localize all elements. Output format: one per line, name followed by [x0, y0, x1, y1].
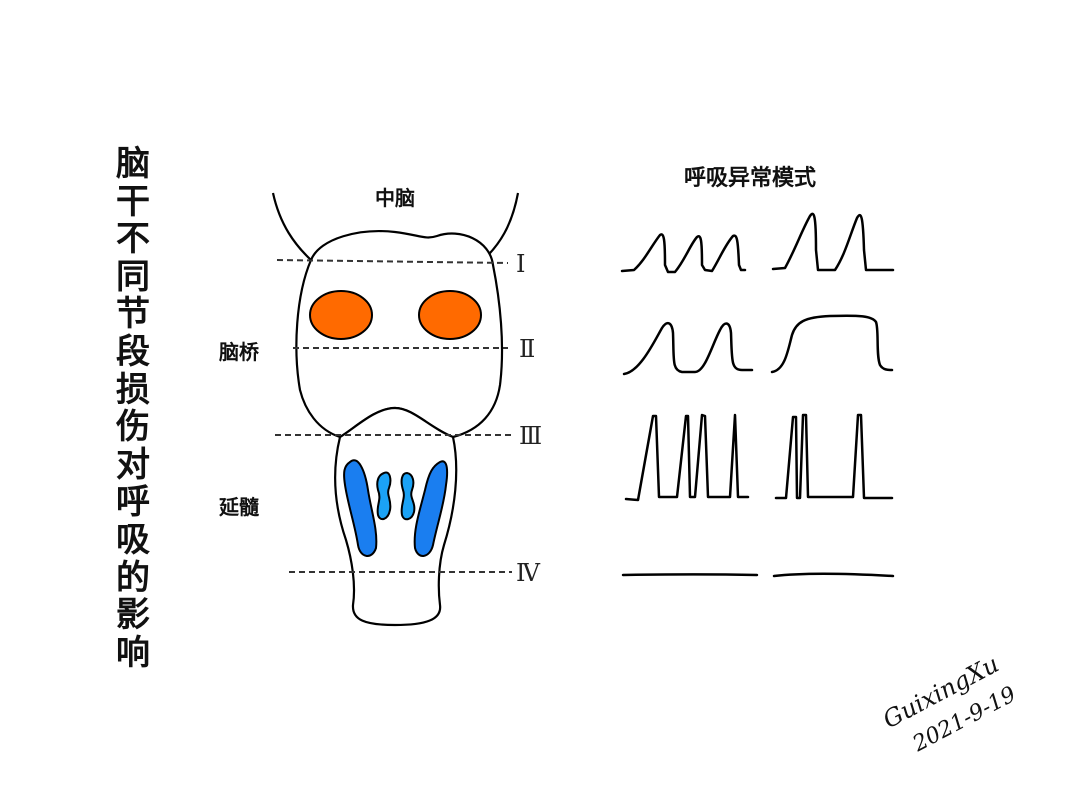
medulla-nucleus-outer-left: [343, 459, 378, 557]
signature: GuixingXu 2021-9-19: [878, 650, 1020, 758]
level-numeral-4: Ⅳ: [516, 559, 541, 587]
title-char: 的: [116, 557, 150, 598]
title-char: 对: [116, 444, 150, 485]
medulla-nucleus-outer-right: [413, 460, 449, 557]
medulla-nucleus-inner-right: [400, 471, 416, 521]
vertical-title: 脑 干 不 同 节 段 损 伤 对 呼 吸 的 影 响: [108, 144, 158, 673]
waveform-row2-left: [622, 321, 754, 376]
level-line-1: [276, 259, 509, 264]
pons-nucleus-left: [309, 290, 373, 340]
medulla-label: 延髓: [219, 495, 259, 519]
level-numeral-1: Ⅰ: [516, 250, 525, 278]
title-char: 节: [116, 294, 150, 335]
patterns-title: 呼吸异常模式: [684, 166, 817, 191]
title-char: 脑: [116, 144, 150, 184]
pons-nucleus-right: [418, 290, 482, 340]
waveform-row4-right: [772, 572, 895, 578]
pons-label: 脑桥: [219, 340, 259, 364]
waveform-row2-right: [770, 314, 894, 374]
title-char: 同: [116, 256, 150, 297]
medulla-nucleus-inner-left: [376, 471, 392, 521]
waveform-row1-left: [620, 233, 747, 274]
title-char: 伤: [116, 407, 150, 448]
level-numeral-3: Ⅲ: [519, 422, 542, 450]
title-char: 响: [116, 632, 150, 673]
title-char: 不: [116, 219, 150, 260]
title-char: 影: [116, 595, 150, 636]
pons-outline: [295, 230, 504, 439]
level-lines: [275, 259, 512, 573]
waveform-row1-right: [771, 212, 895, 272]
waveform-row3-right: [774, 413, 894, 500]
midbrain-label: 中脑: [375, 186, 415, 210]
level-numeral-2: Ⅱ: [519, 335, 535, 363]
breathing-patterns: [620, 212, 895, 578]
title-char: 段: [116, 331, 150, 372]
medulla-outline: [334, 406, 458, 627]
waveform-row4-left: [621, 573, 759, 577]
title-char: 吸: [116, 519, 150, 560]
waveform-row3-left: [624, 413, 750, 502]
title-char: 损: [116, 369, 150, 410]
title-char: 干: [116, 181, 150, 222]
title-char: 呼: [116, 482, 150, 523]
